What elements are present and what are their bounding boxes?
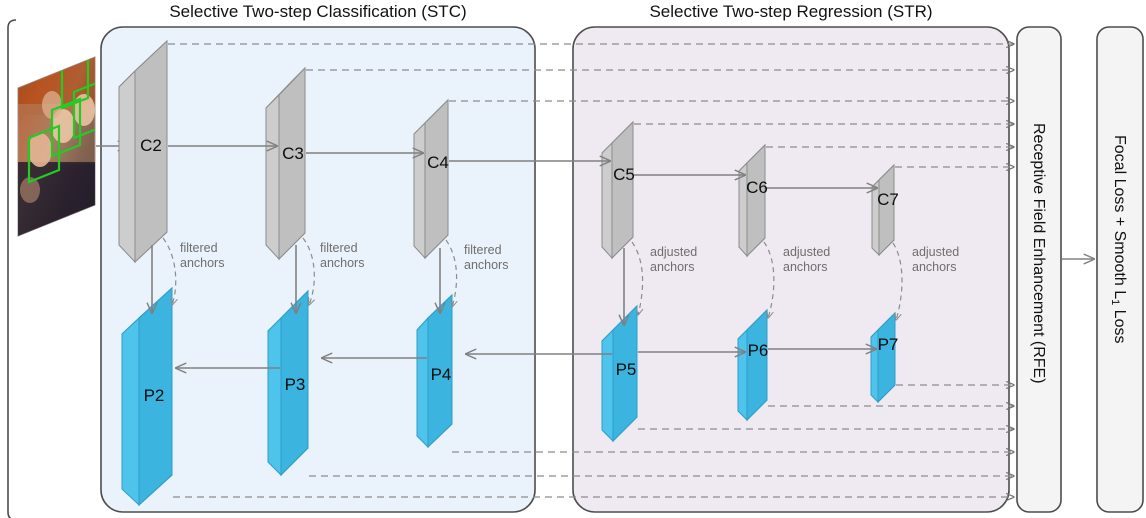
rfe-panel	[1016, 26, 1062, 513]
loss-label-part-b: Loss	[1111, 305, 1128, 344]
anno-line-2: anchors	[464, 258, 509, 272]
anno-line-1: adjusted	[783, 245, 831, 259]
anchor-curve-c5-p5	[631, 241, 643, 315]
anno-line-2: anchors	[912, 260, 957, 274]
anno-adjusted-anchors-2: adjusted anchors	[783, 245, 830, 275]
loss-label-part-a: Focal Loss + Smooth L	[1111, 135, 1128, 300]
anno-line-1: adjusted	[912, 245, 960, 259]
anno-line-1: filtered	[180, 241, 218, 255]
loss-panel	[1096, 26, 1144, 513]
layer-C6[interactable]	[738, 143, 766, 258]
anno-filtered-anchors-2: filtered anchors	[320, 241, 364, 271]
layer-P7[interactable]	[870, 311, 896, 404]
input-container	[7, 19, 17, 518]
anno-line-1: filtered	[320, 241, 358, 255]
anno-filtered-anchors-3: filtered anchors	[464, 243, 508, 273]
input-image	[17, 56, 96, 237]
layer-P5[interactable]	[601, 304, 638, 443]
str-panel	[572, 26, 1010, 513]
str-title: Selective Two-step Regression (STR)	[649, 2, 933, 21]
anno-line-2: anchors	[783, 260, 828, 274]
anno-line-2: anchors	[320, 256, 365, 270]
anchor-curve-c4-p4	[445, 239, 457, 307]
layer-C2[interactable]	[118, 39, 168, 264]
layer-C3[interactable]	[265, 66, 306, 261]
anno-adjusted-anchors-3: adjusted anchors	[912, 245, 959, 275]
layer-P3[interactable]	[267, 289, 309, 477]
rfe-label: Receptive Field Enhancement (RFE)	[1030, 123, 1047, 384]
anno-line-1: adjusted	[650, 245, 698, 259]
anchor-curve-c6-p6	[763, 241, 775, 318]
anno-line-2: anchors	[180, 256, 225, 270]
anchor-curve-c7-p7	[892, 242, 903, 320]
stc-title: Selective Two-step Classification (STC)	[169, 2, 467, 21]
anchor-curve-c3-p3	[302, 237, 314, 305]
anno-filtered-anchors-1: filtered anchors	[180, 241, 224, 271]
anno-line-1: filtered	[464, 243, 502, 257]
layer-P6[interactable]	[737, 308, 768, 422]
loss-label: Focal Loss + Smooth L1 Loss	[1109, 135, 1128, 343]
anno-adjusted-anchors-1: adjusted anchors	[650, 245, 697, 275]
anno-line-2: anchors	[650, 260, 695, 274]
anchor-curve-c2-p2	[162, 237, 176, 305]
layer-C5[interactable]	[601, 120, 634, 260]
layer-C7[interactable]	[871, 163, 895, 257]
